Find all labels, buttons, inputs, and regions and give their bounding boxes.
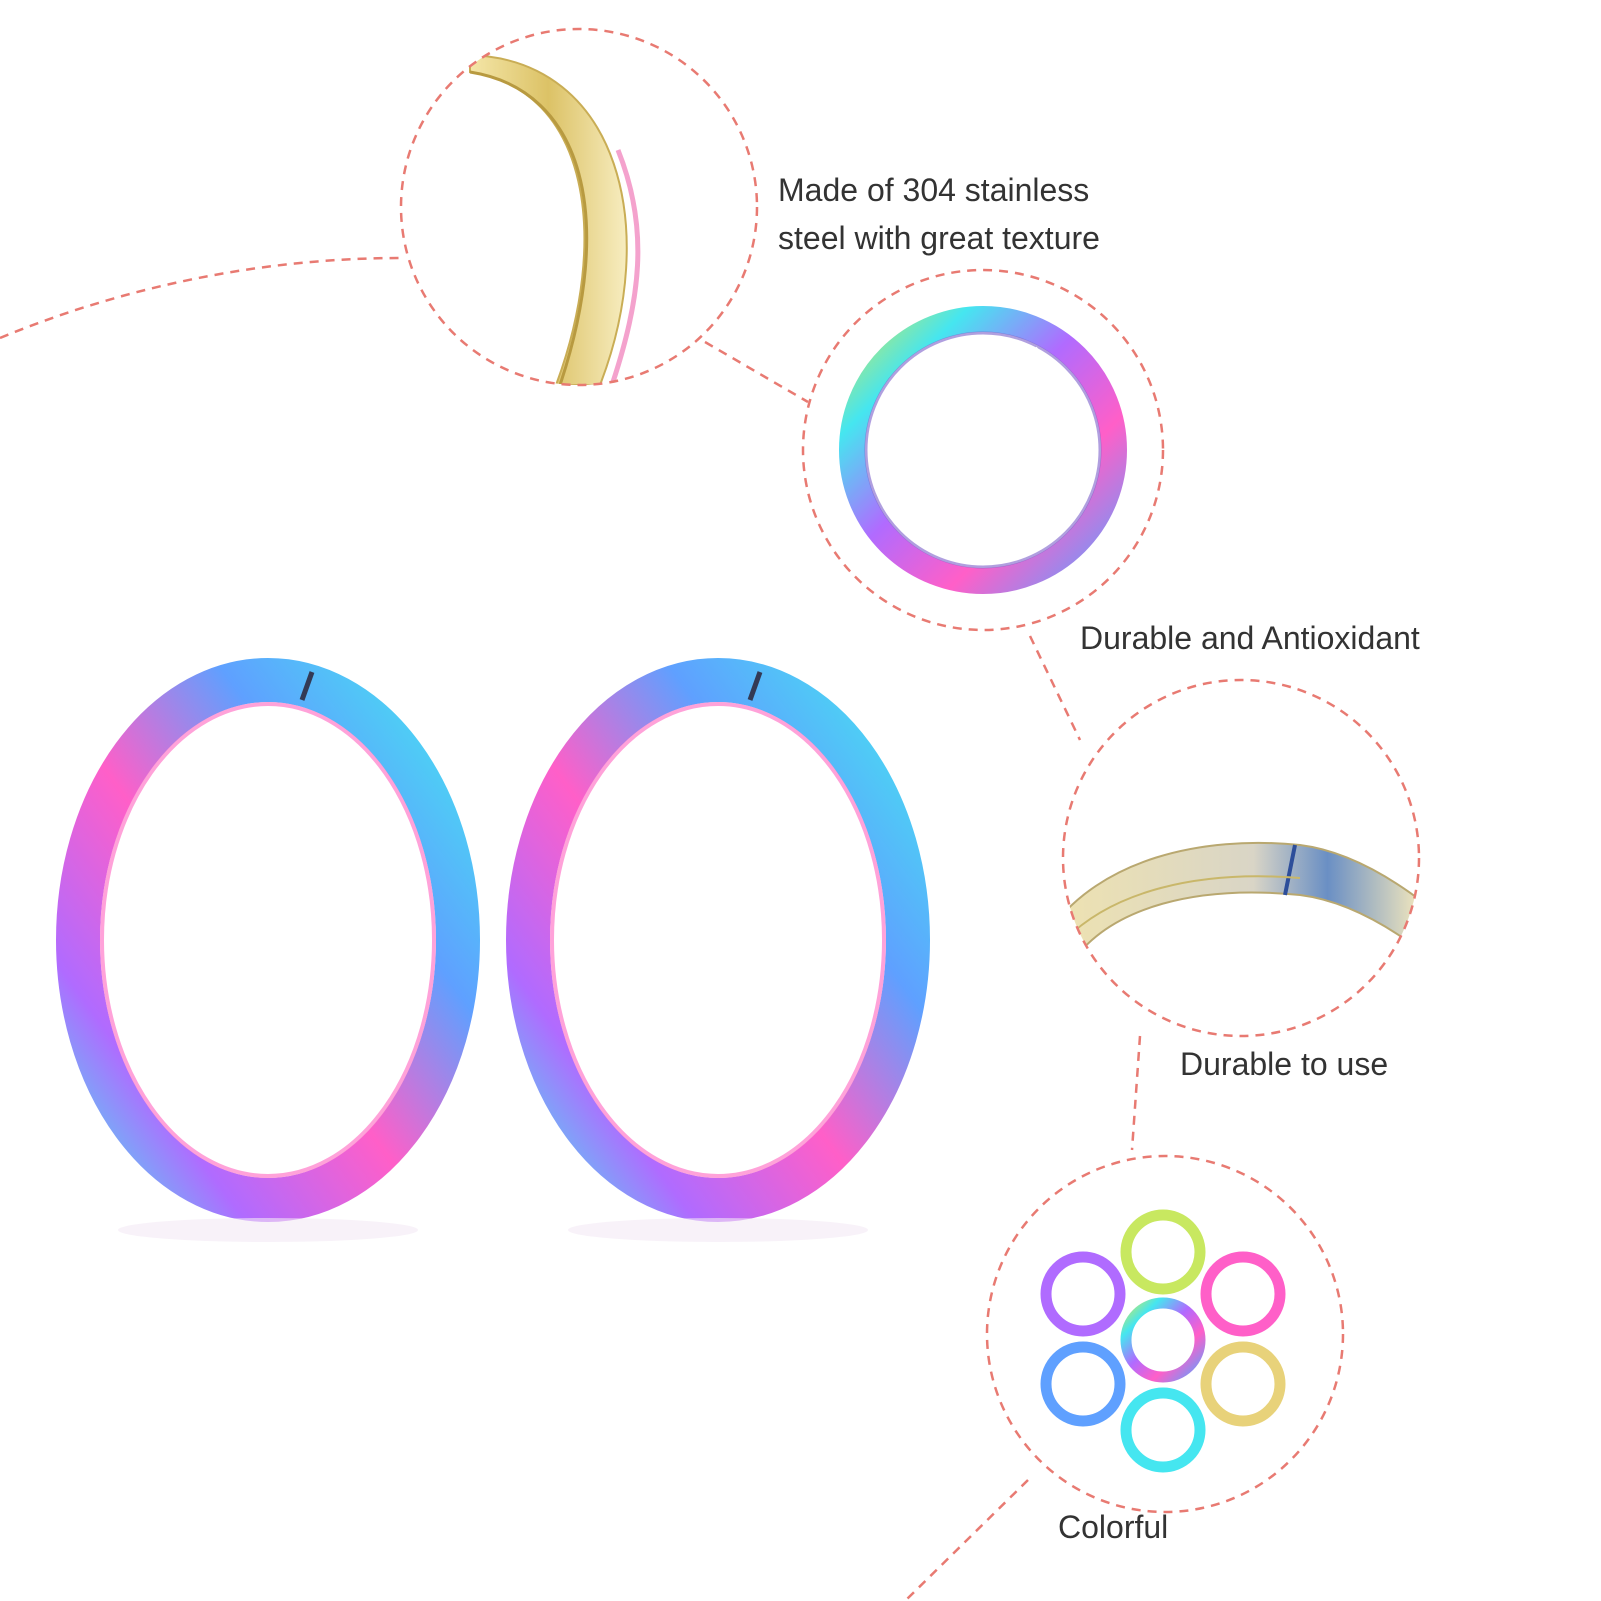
detail-circle-gap <box>1061 678 1421 1038</box>
rainbow-split-ring-icon <box>56 658 480 1242</box>
caption-material: Made of 304 stainless steel with great t… <box>778 166 1100 262</box>
caption-material-line1: Made of 304 stainless <box>778 172 1090 208</box>
caption-durable-antioxidant: Durable and Antioxidant <box>1080 620 1420 656</box>
rainbow-split-ring-icon <box>506 658 930 1242</box>
large-rainbow-rings <box>56 658 930 1242</box>
gold-ring-edge-icon <box>469 53 641 385</box>
detail-circle-steel <box>399 27 759 387</box>
detail-circle-single-ring <box>801 268 1165 632</box>
detail-circle-colorful <box>985 1154 1345 1514</box>
caption-material-line2: steel with great texture <box>778 220 1100 256</box>
caption-durable-to-use: Durable to use <box>1180 1046 1389 1082</box>
caption-colorful: Colorful <box>1058 1509 1169 1545</box>
dashed-connector-lines <box>0 256 1142 1601</box>
rainbow-split-ring-icon <box>839 306 1127 594</box>
ring-cluster-icon <box>1040 1209 1286 1473</box>
split-gap-detail-icon <box>1063 841 1419 967</box>
